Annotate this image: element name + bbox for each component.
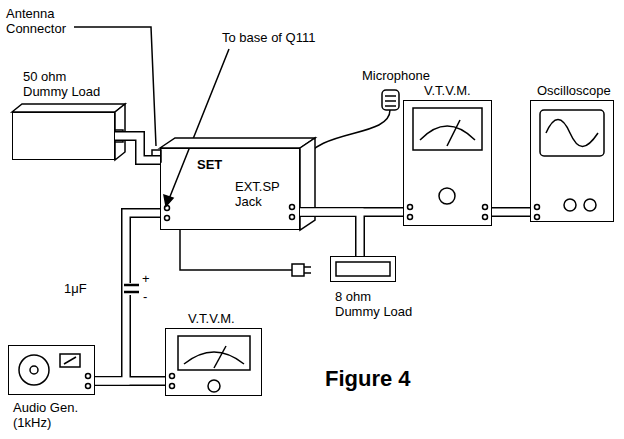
q111-leader xyxy=(164,49,229,206)
capacitor-symbol xyxy=(124,284,139,287)
audio-generator-panel xyxy=(60,354,80,367)
cable-gap xyxy=(95,378,165,385)
vtvm-meter: V.T.V.M. xyxy=(403,100,492,226)
vtvm-meter: V.T.V.M. xyxy=(165,328,262,396)
device-label: V.T.V.M. xyxy=(424,83,471,98)
microphone-icon xyxy=(303,110,390,162)
vtvm-meter-bottom xyxy=(214,346,226,368)
power-cord xyxy=(180,230,311,276)
vtvm-meter-right xyxy=(439,188,455,204)
set-housing xyxy=(160,138,315,148)
figure-caption: Figure 4 xyxy=(325,366,411,392)
cable-gap xyxy=(115,136,160,160)
vtvm-meter-bottom xyxy=(178,336,250,370)
dummy-load-8-body xyxy=(336,262,390,276)
power-cord xyxy=(180,230,292,270)
q111-leader xyxy=(169,49,229,199)
microphone-icon xyxy=(303,90,399,162)
set-housing xyxy=(290,205,295,210)
vtvm-meter-right xyxy=(408,108,488,220)
set-housing xyxy=(165,206,170,211)
device-label: Oscilloscope xyxy=(537,83,611,98)
power-cord xyxy=(292,264,304,276)
dummy-load-50-body xyxy=(12,104,125,112)
cable-pair xyxy=(492,207,530,217)
vtvm-meter-right xyxy=(447,120,460,146)
cable-pair xyxy=(95,213,160,381)
device-label: V.T.V.M. xyxy=(188,311,235,326)
capacitor-symbol xyxy=(124,283,139,295)
cable-pair xyxy=(300,212,360,256)
jack-label: EXT.SP Jack xyxy=(235,179,293,209)
set-housing xyxy=(165,216,170,221)
vtvm-meter-bottom xyxy=(170,374,175,379)
power-cord xyxy=(304,266,311,268)
dummy-load-8: 8 ohm Dummy Load xyxy=(330,256,396,282)
dummy-load-50-body xyxy=(12,104,125,160)
vtvm-meter-bottom xyxy=(184,352,244,364)
oscilloscope-screen xyxy=(540,110,604,156)
oscilloscope-screen xyxy=(564,199,576,211)
device-label: 8 ohm Dummy Load xyxy=(335,289,417,319)
microphone-icon xyxy=(385,105,396,107)
cable-gap xyxy=(95,213,160,381)
device-label: 50 ohm Dummy Load xyxy=(23,69,105,99)
q111-leader xyxy=(164,195,173,206)
audio-generator-panel xyxy=(19,354,91,389)
audio-generator-panel xyxy=(64,357,76,364)
audio-generator-panel xyxy=(86,384,91,389)
cable-pair xyxy=(115,136,160,160)
audio-generator-panel xyxy=(19,355,49,385)
device-label: SET xyxy=(197,157,222,172)
oscilloscope: Oscilloscope xyxy=(530,100,614,222)
part-label: Microphone xyxy=(362,68,430,83)
vtvm-meter-right xyxy=(420,126,475,140)
capacitor-symbol xyxy=(124,283,139,295)
transceiver-set: SET EXT.SP Jack xyxy=(160,148,300,230)
dummy-load-8-body xyxy=(336,262,390,276)
cable-gap xyxy=(492,209,530,216)
capacitor-symbol xyxy=(124,291,139,294)
set-housing xyxy=(290,215,295,220)
vtvm-meter-right xyxy=(483,205,488,210)
microphone-icon xyxy=(385,95,396,97)
oscilloscope-screen xyxy=(535,205,540,210)
polarity-mark: + xyxy=(142,271,150,286)
power-cord xyxy=(304,272,311,274)
device-label: Audio Gen. (1kHz) xyxy=(13,400,85,430)
vtvm-meter-right xyxy=(413,108,482,150)
vtvm-meter-bottom xyxy=(170,336,251,392)
oscilloscope-screen xyxy=(535,215,540,220)
vtvm-meter-right xyxy=(408,215,413,220)
audio-generator: Audio Gen. (1kHz) xyxy=(8,345,95,395)
part-label: Antenna Connector xyxy=(6,6,86,36)
vtvm-meter-right xyxy=(483,215,488,220)
value-label: 1μF xyxy=(64,281,87,296)
note-label: To base of Q111 xyxy=(222,30,315,45)
dummy-load-50: 50 ohm Dummy Load xyxy=(12,112,115,160)
vtvm-meter-bottom xyxy=(170,384,175,389)
vtvm-meter-bottom xyxy=(208,380,220,392)
microphone-icon xyxy=(385,100,396,102)
vtvm-meter-right xyxy=(408,205,413,210)
cable-gap xyxy=(300,212,360,256)
audio-generator-panel xyxy=(86,374,91,379)
polarity-mark: - xyxy=(143,289,147,304)
set-housing xyxy=(152,138,315,230)
audio-generator-panel xyxy=(30,366,38,374)
oscilloscope-screen xyxy=(584,199,596,211)
microphone-icon xyxy=(382,90,399,110)
oscilloscope-screen xyxy=(535,110,605,220)
cable-pair xyxy=(95,376,165,386)
oscilloscope-screen xyxy=(546,120,598,147)
